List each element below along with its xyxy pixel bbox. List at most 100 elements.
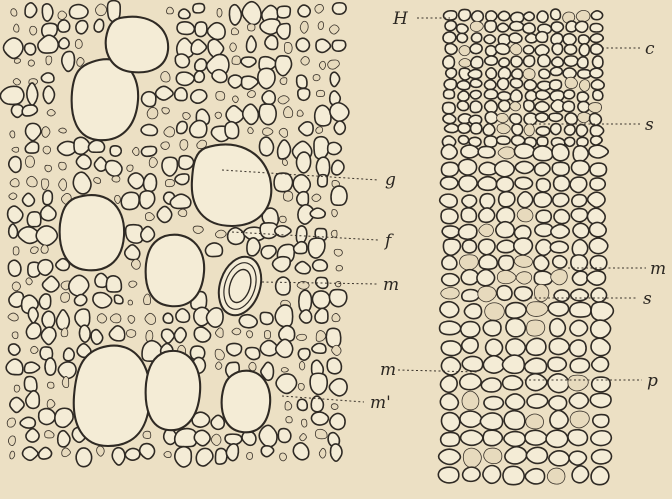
fiber-cell <box>497 78 508 90</box>
fiber-cell <box>470 90 481 98</box>
fiber-cell <box>484 397 503 410</box>
fiber-cell <box>485 21 497 33</box>
fiber-cell <box>162 157 178 176</box>
fiber-cell <box>327 358 341 374</box>
fiber-cell <box>570 177 587 193</box>
ray-cell <box>128 316 135 324</box>
fiber-cell <box>261 446 273 457</box>
fiber-cell <box>510 79 522 89</box>
fiber-cell <box>591 467 609 485</box>
fiber-cell <box>179 9 190 19</box>
fiber-cell <box>91 330 103 345</box>
fiber-cell <box>334 121 345 134</box>
fiber-cell <box>59 38 69 49</box>
fiber-cell <box>526 338 546 355</box>
ray-cell <box>516 272 532 284</box>
fiber-cell <box>510 114 522 125</box>
fiber-cell <box>440 376 457 393</box>
ray-cell <box>28 60 34 66</box>
fiber-cell <box>570 302 591 317</box>
ray-cell <box>497 124 510 134</box>
fiber-cell <box>523 45 534 54</box>
fiber-cell <box>591 431 612 446</box>
fiber-cell <box>441 341 461 356</box>
fiber-cell <box>457 101 468 111</box>
fiber-cell <box>569 451 586 465</box>
fiber-cell <box>444 90 455 99</box>
ray-cell <box>13 247 19 255</box>
fiber-cell <box>535 102 549 112</box>
fiber-cell <box>550 67 562 75</box>
ray-cell <box>576 10 590 21</box>
fiber-cell <box>177 121 187 133</box>
fiber-cell <box>443 102 456 113</box>
fiber-cell <box>0 86 24 104</box>
fiber-cell <box>563 101 575 112</box>
fiber-cell <box>573 223 589 238</box>
fiber-cell <box>62 51 75 71</box>
ray-cell <box>162 108 170 114</box>
ray-cell <box>312 194 321 201</box>
fiber-cell <box>205 243 222 257</box>
ray-cell <box>211 434 221 445</box>
fiber-cell <box>457 81 470 90</box>
ray-cell <box>484 448 502 464</box>
fiber-cell <box>502 355 524 373</box>
fiber-cell <box>497 240 515 253</box>
label-m-prime: m' <box>370 393 391 413</box>
fiber-cell <box>58 431 70 447</box>
fiber-cell <box>548 302 568 316</box>
fiber-cell <box>571 289 589 301</box>
fiber-cell <box>294 242 307 254</box>
label-m: m <box>383 275 399 295</box>
fiber-cell <box>515 161 533 173</box>
ray-cell <box>232 96 238 103</box>
fiber-cell <box>27 212 41 227</box>
fiber-cell <box>110 146 121 156</box>
fiber-cell <box>69 5 88 19</box>
fiber-cell <box>163 313 173 323</box>
fiber-cell <box>42 4 53 21</box>
ray-cell <box>313 75 320 81</box>
fiber-cell <box>332 160 344 175</box>
vessel-cell <box>60 195 124 270</box>
fiber-cell <box>74 295 86 306</box>
fiber-cell <box>88 140 104 152</box>
fiber-cell <box>539 69 550 78</box>
fiber-cell <box>445 21 456 31</box>
ray-cell <box>316 331 326 342</box>
fiber-cell <box>176 72 194 85</box>
fiber-cell <box>483 465 501 483</box>
ray-cell <box>12 332 18 339</box>
fiber-cell <box>462 356 482 371</box>
ray-cell <box>42 179 49 190</box>
label-g: g <box>385 170 396 190</box>
ray-cell <box>282 159 287 165</box>
fiber-cell <box>177 22 194 35</box>
fiber-cell <box>573 146 588 162</box>
fiber-cell <box>128 173 144 189</box>
ray-cell <box>13 79 20 86</box>
fiber-cell <box>504 432 525 447</box>
ray-cell <box>164 451 171 457</box>
fiber-cell <box>175 88 187 101</box>
fiber-cell <box>514 238 533 255</box>
fiber-cell <box>193 4 205 13</box>
fiber-cell <box>524 80 536 90</box>
ray-cell <box>145 213 154 221</box>
fiber-cell <box>462 338 478 353</box>
ray-cell <box>331 404 338 410</box>
ray-cell <box>578 113 591 123</box>
ray-cell <box>300 434 307 441</box>
fiber-cell <box>548 374 569 393</box>
fiber-cell <box>587 271 606 285</box>
fiber-cell <box>478 146 495 157</box>
fiber-cell <box>260 312 273 324</box>
fiber-cell <box>553 193 569 206</box>
ray-cell <box>248 127 254 134</box>
fiber-cell <box>591 338 610 355</box>
fiber-cell <box>534 255 549 270</box>
fiber-cell <box>190 120 207 137</box>
fiber-cell <box>518 192 533 208</box>
ray-cell <box>328 60 340 69</box>
